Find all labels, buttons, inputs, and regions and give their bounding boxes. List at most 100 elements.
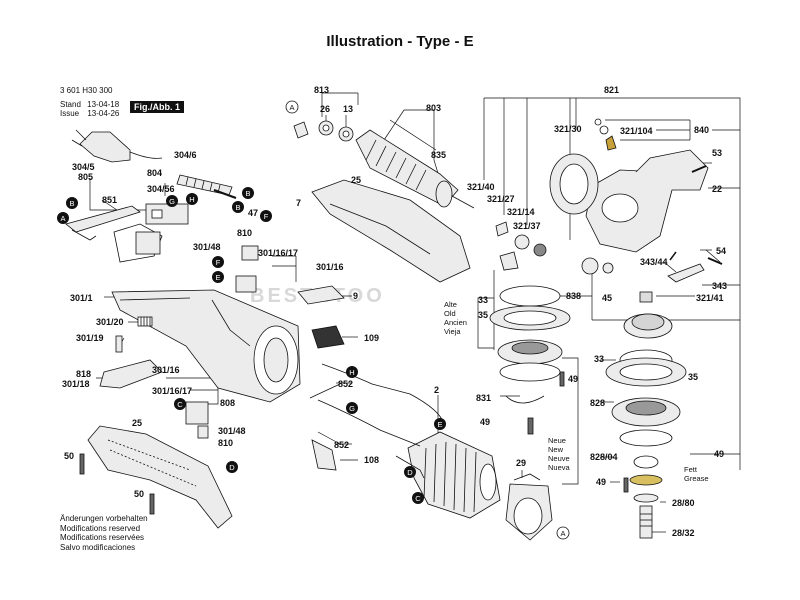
label-301-20: 301/20	[96, 317, 124, 327]
callout-c-bottom: C	[412, 492, 424, 504]
spindle-lock-pin	[605, 135, 617, 151]
callout-h-mid: H	[346, 366, 358, 378]
svg-text:Neue: Neue	[548, 436, 566, 445]
issue-row: Issue 13-04-26	[60, 109, 119, 118]
switch-lever	[99, 359, 163, 389]
part-labels: 813 26 13 803 835 25 321/40 321/27 321/1…	[62, 85, 727, 538]
label-831: 831	[476, 393, 491, 403]
label-301-48-mid: 301/48	[218, 426, 246, 436]
cover-plate	[311, 325, 345, 349]
carbon-brush	[197, 425, 209, 439]
circlip-45	[602, 262, 614, 274]
label-301-16-17-top: 301/16/17	[258, 248, 298, 258]
svg-text:A: A	[60, 214, 65, 223]
label-45: 45	[602, 293, 612, 303]
spindle-lock-lever	[667, 263, 705, 283]
label-810-top: 810	[237, 228, 252, 238]
svg-text:Vieja: Vieja	[444, 327, 461, 336]
label-26: 26	[320, 104, 330, 114]
disclaimer-en: Modifications reserved	[60, 523, 141, 533]
protective-guard	[505, 473, 553, 541]
callout-f-mid: F	[212, 256, 224, 268]
label-808: 808	[220, 398, 235, 408]
label-54: 54	[716, 246, 726, 256]
svg-text:E: E	[215, 273, 220, 282]
callout-b-low: B	[232, 201, 244, 213]
svg-text:Nueva: Nueva	[548, 463, 571, 472]
label-49-old: 49	[568, 374, 578, 384]
electronic-module	[113, 223, 163, 263]
spring	[137, 316, 153, 327]
label-33-old: 33	[478, 295, 488, 305]
callout-d-mid: D	[404, 466, 416, 478]
label-25-left: 25	[132, 418, 142, 428]
armature	[355, 129, 475, 209]
svg-text:D: D	[229, 463, 235, 472]
insulating-plate	[297, 285, 345, 305]
svg-text:G: G	[349, 404, 355, 413]
document-number: 3 601 H30 300	[60, 86, 113, 95]
page-title: Illustration - Type - E	[326, 33, 474, 50]
gear-head-housing	[585, 149, 709, 253]
svg-text:B: B	[245, 189, 250, 198]
o-ring	[599, 125, 609, 135]
svg-text:G: G	[169, 197, 175, 206]
figure-label: Fig./Abb. 1	[130, 101, 184, 113]
svg-text:B: B	[235, 203, 240, 212]
label-49-new-bottom: 49	[596, 477, 606, 487]
svg-text:New: New	[548, 445, 564, 454]
svg-text:C: C	[177, 400, 183, 409]
label-840: 840	[694, 125, 709, 135]
label-301-16-17-mid: 301/16/17	[152, 386, 192, 396]
stand-row: Stand 13-04-18	[60, 100, 119, 109]
svg-text:Alte: Alte	[444, 300, 457, 309]
bearing-flange	[549, 153, 599, 215]
cord-clamp-screw	[213, 188, 237, 200]
svg-text:Fett: Fett	[684, 465, 698, 474]
issue-label: Issue	[60, 109, 80, 118]
label-321-30: 321/30	[554, 124, 582, 134]
callout-a-top: A	[285, 100, 299, 114]
label-321-104: 321/104	[620, 126, 653, 136]
label-828: 828	[590, 398, 605, 408]
svg-text:Ancien: Ancien	[444, 318, 467, 327]
label-321-40: 321/40	[467, 182, 495, 192]
clip-321-40	[499, 251, 519, 271]
label-22: 22	[712, 184, 722, 194]
svg-text:D: D	[407, 468, 413, 477]
label-50-bottom: 50	[134, 489, 144, 499]
callout-markers: A A B B B G H	[57, 100, 570, 540]
callout-h-top: H	[186, 193, 198, 205]
bushing-321-41	[639, 291, 653, 303]
disclaimer-de: Änderungen vorbehalten	[60, 514, 148, 523]
label-301-48-top: 301/48	[193, 242, 221, 252]
label-301-18: 301/18	[62, 379, 90, 389]
auxiliary-handle	[87, 425, 233, 529]
o-ring-small	[594, 118, 602, 126]
label-47: 47	[248, 208, 258, 218]
label-321-27: 321/27	[487, 194, 515, 204]
svg-text:H: H	[189, 195, 194, 204]
wire-lead-lower	[317, 399, 421, 447]
pin	[115, 335, 123, 353]
callout-g: G	[166, 195, 178, 207]
screw-50b	[149, 493, 155, 515]
label-108: 108	[364, 455, 379, 465]
gear-321-37	[533, 243, 547, 257]
label-343: 343	[712, 281, 727, 291]
label-13: 13	[343, 104, 353, 114]
label-851: 851	[102, 195, 117, 205]
label-301-1: 301/1	[70, 293, 93, 303]
label-838: 838	[566, 291, 581, 301]
svg-text:B: B	[69, 199, 74, 208]
washer-321-27	[495, 221, 509, 237]
label-818: 818	[76, 369, 91, 379]
svg-text:Grease: Grease	[684, 474, 709, 483]
old-variant-note: Alte Old Ancien Vieja	[444, 300, 467, 336]
old-bearing-flange	[489, 285, 571, 435]
label-301-16-top: 301/16	[316, 262, 344, 272]
callout-b-left: B	[66, 197, 78, 209]
label-805: 805	[78, 172, 93, 182]
stand-date: 13-04-18	[87, 100, 120, 109]
label-828-04: 828/04	[590, 452, 618, 462]
